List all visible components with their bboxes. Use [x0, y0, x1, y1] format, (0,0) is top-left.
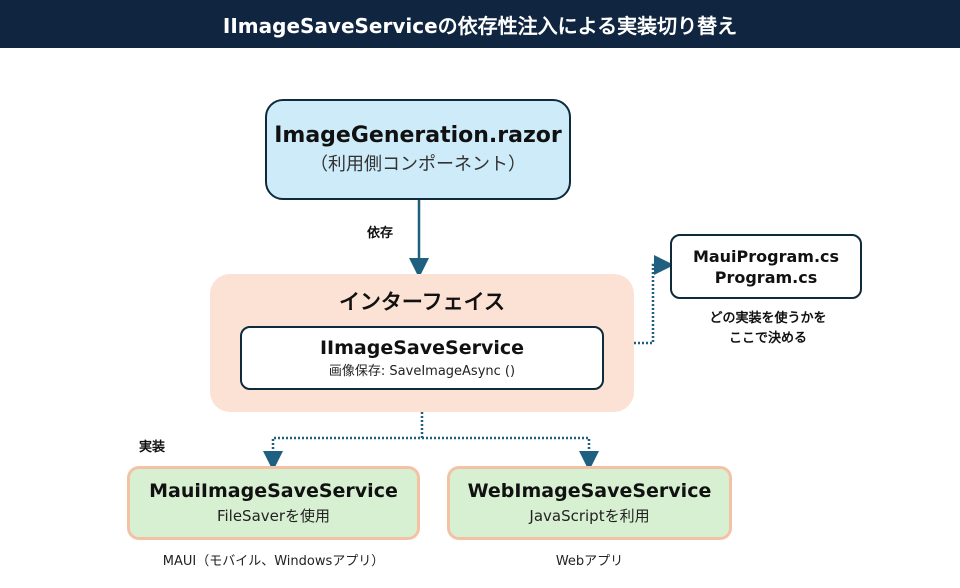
implementation-connector-web — [422, 436, 599, 471]
interface-box: IImageSaveService 画像保存: SaveImageAsync (… — [240, 326, 604, 390]
implementation-name: MauiImageSaveService — [149, 480, 398, 502]
config-note-line: ここで決める — [728, 331, 807, 346]
interface-name: IImageSaveService — [319, 337, 524, 359]
dependency-label: 依存 — [367, 226, 394, 241]
implementation-detail: FileSaverを使用 — [216, 507, 331, 525]
maui-implementation-box: MauiImageSaveService FileSaverを使用 — [127, 466, 420, 540]
config-note: どの実装を使うかを ここで決める — [680, 309, 856, 349]
diagram-title: IImageSaveServiceの依存性注入による実装切り替え — [0, 0, 960, 48]
web-implementation-box: WebImageSaveService JavaScriptを利用 — [447, 466, 732, 540]
implementation-name: WebImageSaveService — [467, 480, 712, 502]
implementation-connector-maui — [263, 412, 424, 471]
interface-group-title: インターフェイス — [338, 290, 506, 314]
config-file-web: Program.cs — [714, 267, 818, 287]
config-files-box: MauiProgram.cs Program.cs — [670, 234, 862, 299]
web-platform-caption: Webアプリ — [555, 554, 624, 569]
interface-method: 画像保存: SaveImageAsync () — [328, 364, 516, 379]
implementation-detail: JavaScriptを利用 — [529, 507, 650, 525]
config-file-maui: MauiProgram.cs — [692, 246, 840, 266]
config-connector — [634, 255, 674, 345]
implementation-label: 実装 — [139, 440, 166, 455]
maui-platform-caption: MAUI（モバイル、Windowsアプリ） — [162, 554, 385, 569]
config-note-line: どの実装を使うかを — [709, 311, 827, 326]
consumer-component-box: ImageGeneration.razor （利用側コンポーネント） — [265, 99, 571, 200]
consumer-name: ImageGeneration.razor — [274, 123, 562, 148]
consumer-role: （利用側コンポーネント） — [310, 154, 526, 175]
